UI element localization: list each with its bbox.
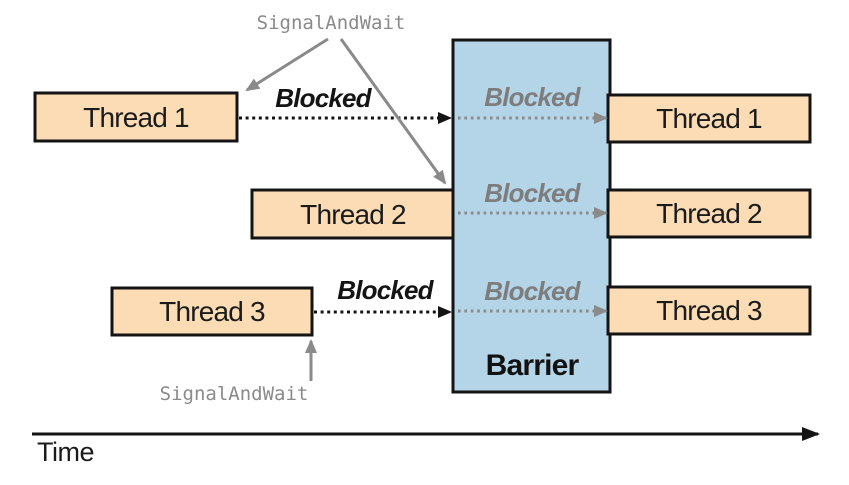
signalandwait-arrow-thread1 <box>245 37 329 92</box>
thread1-left-label: Thread 1 <box>83 102 189 133</box>
blocked-label-thread3: Blocked <box>337 275 434 305</box>
time-axis-label: Time <box>37 437 94 467</box>
signalandwait-top-label: SignalAndWait <box>257 12 406 34</box>
signalandwait-arrow-thread2 <box>339 38 447 185</box>
barrier-title: Barrier <box>486 349 580 382</box>
thread3-left-label: Thread 3 <box>159 296 265 327</box>
thread3-left-box <box>110 286 314 337</box>
signalandwait-bottom-label: SignalAndWait <box>160 383 309 405</box>
thread2-right-label: Thread 2 <box>656 198 762 229</box>
thread2-right-box <box>606 188 812 239</box>
blocked-label-barrier2: Blocked <box>484 178 581 208</box>
thread2-left-box <box>250 188 455 240</box>
thread1-left-box <box>33 91 239 143</box>
blocked-label-thread1: Blocked <box>275 83 372 113</box>
blocked-label-barrier1: Blocked <box>484 82 581 112</box>
thread3-right-box <box>606 285 812 336</box>
thread1-right-label: Thread 1 <box>656 103 762 134</box>
blocked-label-barrier3: Blocked <box>484 276 581 306</box>
thread1-right-box <box>606 93 812 144</box>
barrier-box <box>451 38 612 394</box>
thread3-right-label: Thread 3 <box>656 295 762 326</box>
thread2-left-label: Thread 2 <box>300 199 406 230</box>
